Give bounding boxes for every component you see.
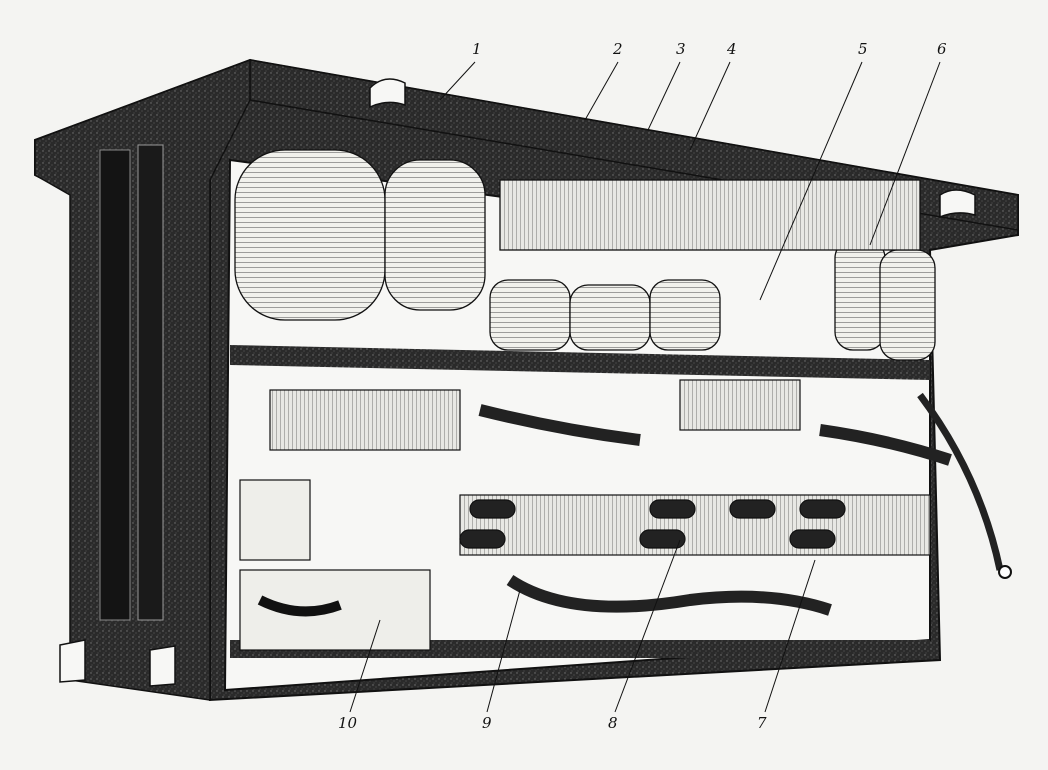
callout-6: 6	[937, 40, 947, 58]
callout-7: 7	[757, 714, 767, 732]
callout-4: 4	[727, 40, 737, 58]
leader-lines	[349, 61, 941, 713]
transformer-coils	[234, 149, 936, 361]
callout-9: 9	[482, 714, 492, 732]
callout-2: 2	[613, 40, 623, 58]
callout-1: 1	[472, 40, 482, 58]
callout-8: 8	[608, 714, 618, 732]
lower-chambers	[239, 392, 1012, 651]
callout-10: 10	[338, 714, 358, 732]
callout-3: 3	[676, 40, 686, 58]
resistor-bank	[459, 494, 931, 556]
terminal-strips	[269, 379, 801, 451]
callout-5: 5	[858, 40, 868, 58]
